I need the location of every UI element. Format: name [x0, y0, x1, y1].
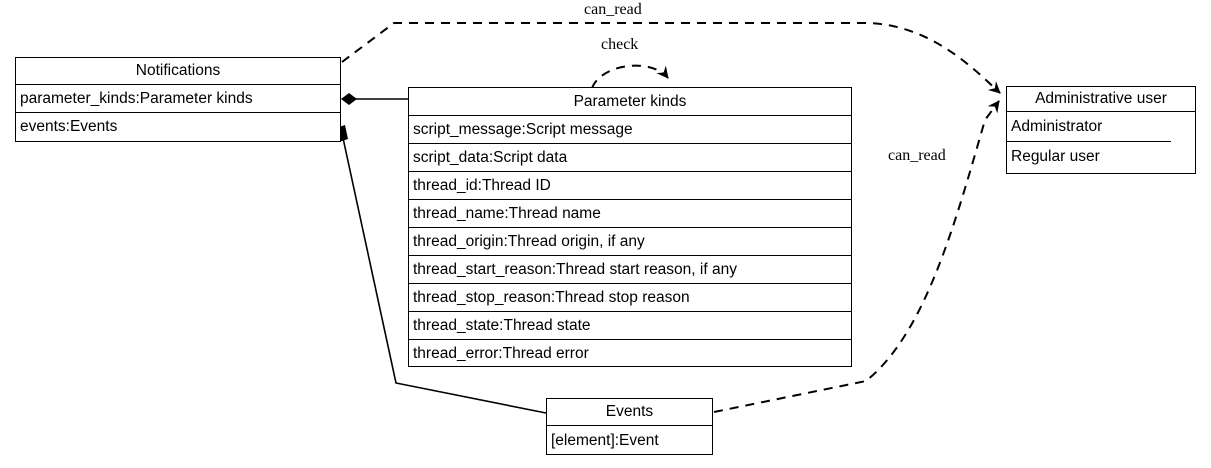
edge-notifications-owns-events	[342, 137, 547, 414]
class-attribute-row: thread_stop_reason:Thread stop reason	[409, 284, 851, 312]
class-title-notifications: Notifications	[16, 58, 340, 85]
class-box-parameter-kinds[interactable]: Parameter kinds script_message:Script me…	[408, 87, 852, 367]
edge-notifications-can-read-administrative-user	[341, 22, 1001, 94]
edge-label-can-read-right: can_read	[888, 147, 946, 164]
class-attribute-row: thread_state:Thread state	[409, 312, 851, 340]
class-box-notifications[interactable]: Notifications parameter_kinds:Parameter …	[15, 57, 341, 142]
edge-label-check: check	[601, 36, 639, 53]
class-attribute-row: parameter_kinds:Parameter kinds	[16, 85, 340, 113]
class-attribute-row: thread_name:Thread name	[409, 200, 851, 228]
class-attribute-row: Regular user	[1011, 148, 1100, 165]
class-attribute-row: thread_error:Thread error	[413, 345, 589, 362]
class-attribute-row: script_data:Script data	[409, 144, 851, 172]
class-title-administrative-user: Administrative user	[1006, 86, 1196, 112]
class-attribute-row: thread_start_reason:Thread start reason,…	[409, 256, 851, 284]
class-attribute-row: script_message:Script message	[409, 116, 851, 144]
edge-label-can-read-top: can_read	[584, 1, 642, 18]
class-title-parameter-kinds: Parameter kinds	[409, 88, 851, 116]
class-attribute-row: thread_id:Thread ID	[409, 172, 851, 200]
composition-diamond-parameter-kinds	[341, 93, 357, 105]
class-attribute-row: Administrator	[1007, 112, 1171, 142]
class-box-events[interactable]: Events [element]:Event	[546, 398, 713, 455]
edge-parameter-kinds-check-self-loop	[591, 64, 669, 89]
class-attribute-row: thread_origin:Thread origin, if any	[409, 228, 851, 256]
class-box-administrative-user[interactable]: Administrative user Administrator Regula…	[1006, 86, 1196, 174]
edge-events-can-read-administrative-user	[713, 100, 1000, 413]
class-attribute-row: events:Events	[20, 118, 118, 135]
class-title-events: Events	[547, 399, 712, 426]
class-attribute-row: [element]:Event	[551, 431, 659, 449]
